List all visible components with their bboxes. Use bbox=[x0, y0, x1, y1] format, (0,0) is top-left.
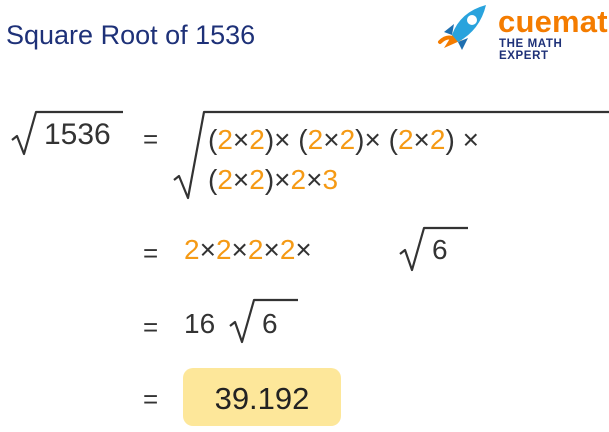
step3-radical-sign bbox=[229, 298, 298, 344]
cuemath-logo: cuemath THE MATH EXPERT bbox=[432, 2, 609, 62]
equals-sign-4: = bbox=[143, 384, 159, 414]
step1-line1: (2 × 2) × (2 × 2) × (2 × 2) × bbox=[208, 124, 479, 155]
step2-radical-sign bbox=[399, 226, 468, 272]
step1-line2: (2 × 2) × 2 × 3 bbox=[208, 164, 339, 195]
step2-radicand: 6 bbox=[432, 234, 448, 265]
equals-sign-1: = bbox=[143, 124, 159, 154]
step3-radicand: 6 bbox=[262, 308, 278, 339]
page-title: Square Root of 1536 bbox=[6, 20, 256, 50]
step1-radical-sign bbox=[173, 110, 609, 200]
lhs-radicand: 1536 bbox=[44, 118, 111, 151]
equals-sign-3: = bbox=[143, 312, 159, 342]
answer-value: 39.192 bbox=[214, 381, 310, 416]
equals-sign-2: = bbox=[143, 238, 159, 268]
brand-tagline: THE MATH EXPERT bbox=[499, 38, 563, 62]
answer-box: 39.192 bbox=[183, 368, 341, 426]
lhs-radical-sign bbox=[11, 110, 123, 156]
step2-expression: 2 × 2 × 2 × 2 × bbox=[184, 234, 312, 265]
rocket-icon bbox=[438, 5, 486, 50]
step3-coefficient: 16 bbox=[184, 308, 216, 339]
brand-name: cuemath bbox=[498, 4, 609, 39]
